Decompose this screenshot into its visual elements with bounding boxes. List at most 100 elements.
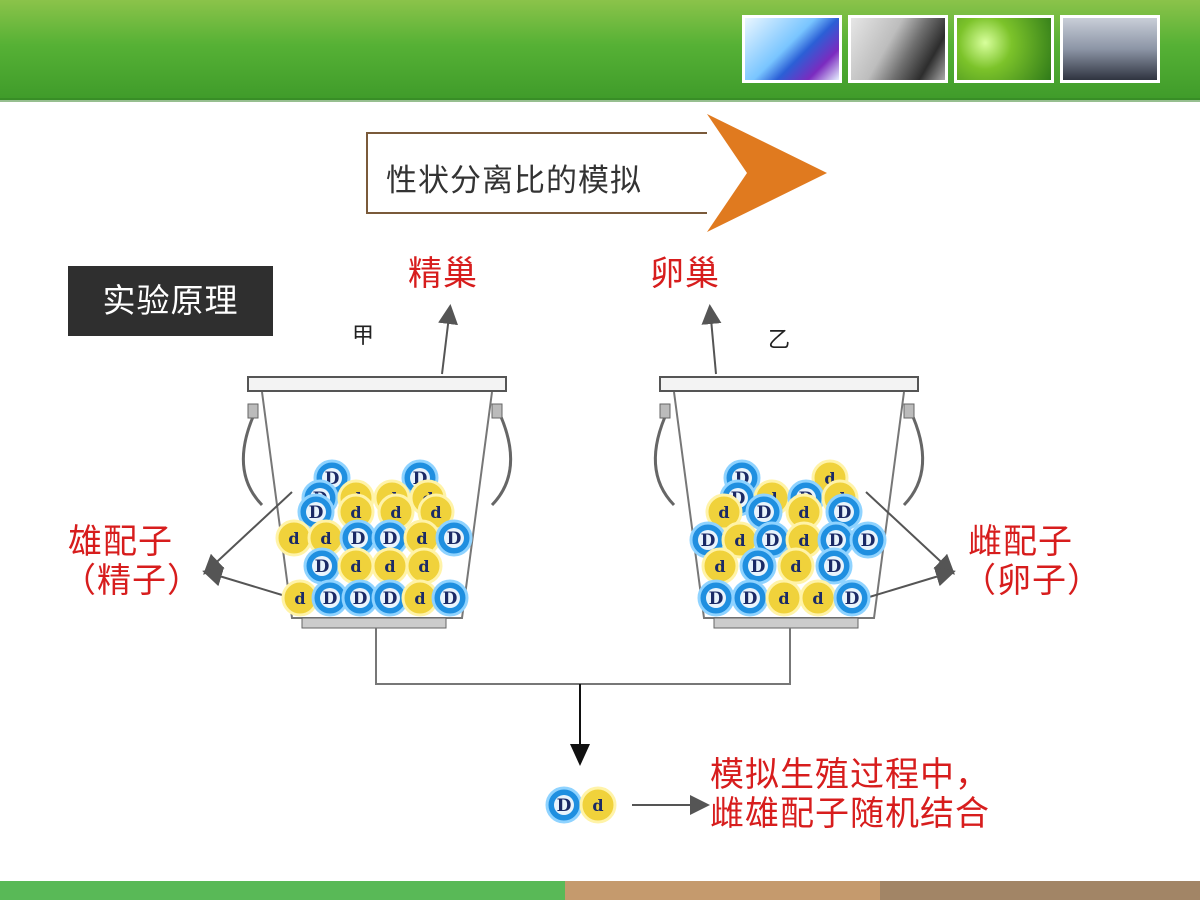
title-box: [366, 132, 716, 214]
ball-highlight: [842, 588, 862, 608]
ball-highlight: [554, 795, 574, 815]
thumbnail-lab-flasks: [742, 15, 842, 83]
ball-letter: D: [829, 531, 844, 551]
ball-letter: d: [416, 529, 427, 548]
footer-segment-green: [0, 881, 565, 900]
ball-highlight: [698, 530, 718, 550]
gamete-ball-recessive: d: [371, 547, 409, 585]
bucket-b-balls: DdDdDddDdDDdDdDDdDdDDDddD: [689, 459, 887, 617]
gamete-ball-dominant: D: [825, 493, 863, 531]
ball-letter: D: [557, 796, 572, 816]
ball-letter: D: [443, 589, 458, 609]
ball-letter: d: [824, 469, 835, 488]
ball-highlight: [762, 530, 782, 550]
bucket-a-balls: DDDdddDdddddDDdDDddddDDDdD: [275, 459, 473, 617]
ball-letter: D: [323, 589, 338, 609]
ball-letter: D: [383, 589, 398, 609]
ball-letter: D: [827, 557, 842, 577]
ball-highlight: [740, 588, 760, 608]
ball-letter: D: [765, 531, 780, 551]
ball-highlight: [706, 588, 726, 608]
ball-letter: d: [714, 557, 725, 576]
ball-letter: d: [384, 557, 395, 576]
bucket-a-base: [301, 617, 447, 629]
bucket-b-lid: [659, 376, 919, 392]
result-line1: 模拟生殖过程中，: [710, 755, 990, 795]
ball-circle: [705, 493, 743, 531]
bucket-a: [241, 376, 513, 629]
ball-letter: D: [309, 503, 324, 523]
ball-letter: d: [350, 503, 361, 522]
result-label: 模拟生殖过程中， 雌雄配子随机结合: [710, 755, 990, 835]
gamete-ball-dominant: D: [833, 579, 871, 617]
thumbnail-molecule: [954, 15, 1054, 83]
ball-highlight: [312, 556, 332, 576]
male-gamete-label: 雄配子 （精子）: [62, 522, 202, 601]
ball-letter: D: [383, 529, 398, 549]
bucket-a-handle-left: [241, 409, 264, 507]
ball-letter: d: [350, 557, 361, 576]
ball-letter: d: [390, 503, 401, 522]
ball-letter: D: [743, 589, 758, 609]
slide-title: 性状分离比的模拟: [386, 163, 642, 199]
male-gamete-line1: 雄配子: [68, 522, 173, 562]
ball-letter: D: [447, 529, 462, 549]
ball-letter: d: [790, 557, 801, 576]
ball-highlight: [320, 588, 340, 608]
result-line2: 雌雄配子随机结合: [710, 794, 990, 835]
gamete-ball-recessive: d: [275, 519, 313, 557]
gamete-ball-recessive: d: [777, 547, 815, 585]
ball-highlight: [824, 556, 844, 576]
gamete-ball-dominant: D: [435, 519, 473, 557]
gamete-ball-recessive: d: [765, 579, 803, 617]
ball-letter: d: [592, 796, 603, 815]
thumbnail-classroom: [1060, 15, 1160, 83]
gamete-ball-dominant: D: [815, 547, 853, 585]
principle-label: 实验原理: [68, 266, 273, 336]
ovary-label: 卵巢: [650, 254, 720, 294]
ball-letter: d: [798, 531, 809, 550]
male-gamete-line2: （精子）: [62, 561, 202, 602]
header-thumbnails: [742, 15, 1160, 83]
ball-highlight: [748, 556, 768, 576]
gamete-ball-recessive: d: [799, 579, 837, 617]
bucket-b-handle-left: [653, 409, 676, 507]
ball-highlight: [858, 530, 878, 550]
ball-letter: D: [861, 531, 876, 551]
ball-circle: [777, 547, 815, 585]
connector-line: [375, 628, 791, 685]
ball-letter: D: [701, 531, 716, 551]
ball-letter: D: [751, 557, 766, 577]
ball-letter: d: [418, 557, 429, 576]
bucket-a-lid: [247, 376, 507, 392]
bucket-b-label: 乙: [768, 328, 791, 353]
male-arrow-upper: [203, 491, 293, 575]
ball-letter: d: [734, 531, 745, 550]
ball-highlight: [350, 588, 370, 608]
testis-label: 精巢: [408, 254, 478, 294]
header-divider: [0, 98, 1200, 102]
ball-highlight: [754, 502, 774, 522]
ball-letter: d: [718, 503, 729, 522]
ball-highlight: [834, 502, 854, 522]
male-arrow-lower: [202, 567, 293, 599]
female-arrow-upper: [865, 491, 955, 575]
bucket-b-clip-right: [903, 403, 915, 419]
gamete-ball-dominant: D: [739, 547, 777, 585]
bucket-a-handle-right: [490, 409, 513, 507]
bucket-a-label: 甲: [352, 324, 375, 349]
gamete-ball-dominant: D: [731, 579, 769, 617]
ball-letter: D: [351, 529, 366, 549]
ball-letter: D: [709, 589, 724, 609]
bucket-a-clip-right: [491, 403, 503, 419]
gamete-ball-recessive: d: [405, 547, 443, 585]
ball-letter: d: [288, 529, 299, 548]
ball-letter: d: [778, 589, 789, 608]
gamete-ball-dominant: D: [849, 521, 887, 559]
ball-highlight: [348, 528, 368, 548]
ball-letter: D: [845, 589, 860, 609]
thumbnail-person-at-computer: [848, 15, 948, 83]
ball-highlight: [444, 528, 464, 548]
down-arrow-icon: [570, 744, 590, 766]
